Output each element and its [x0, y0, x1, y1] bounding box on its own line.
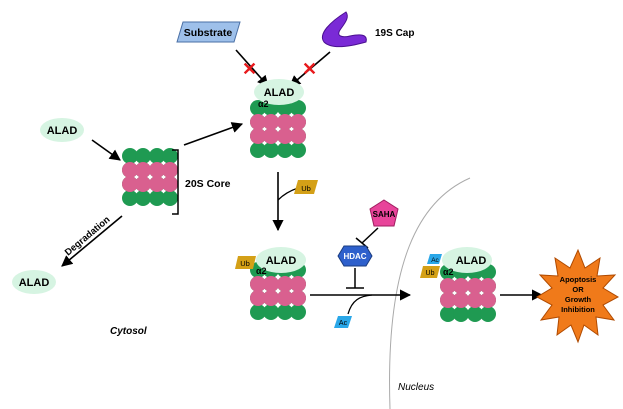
blocked-x-icon: ✕	[302, 59, 317, 79]
ub-tag: Ub	[294, 180, 318, 194]
outcome-starburst: Apoptosis OR Growth Inhibition	[535, 248, 620, 344]
alad-bound-middle: ALAD	[256, 247, 306, 273]
alad-released: ALAD	[12, 270, 56, 294]
substrate-arrow	[235, 49, 269, 87]
core-bracket	[172, 149, 179, 215]
saha-node: SAHA	[369, 199, 399, 227]
alad-to-core-arrow	[91, 139, 121, 161]
substrate-node: Substrate	[176, 21, 241, 43]
core-20s-left	[122, 148, 178, 206]
ac-tag: Ac	[334, 316, 352, 328]
degradation-label: Degradation	[63, 214, 113, 258]
alpha2-label: α2	[443, 267, 454, 277]
alad-label: ALAD	[266, 255, 297, 267]
alad-bound-top: ALAD	[254, 79, 304, 105]
outcome-line-3: Growth	[565, 295, 592, 304]
nucleus-boundary	[389, 177, 471, 409]
ub-tag: Ub	[420, 266, 440, 278]
complex-top	[250, 100, 306, 158]
ac-label: Ac	[339, 320, 348, 327]
outcome-line-4: Inhibition	[561, 305, 595, 314]
complex-middle	[250, 262, 306, 320]
nucleus-label: Nucleus	[398, 382, 434, 393]
cap-arrow	[289, 51, 331, 87]
alad-free: ALAD	[40, 118, 84, 142]
substrate-label: Substrate	[184, 27, 233, 39]
complex-nucleus	[440, 264, 496, 322]
degradation-arrow	[61, 215, 123, 267]
hdac-node: HDAC	[337, 245, 373, 267]
ac-branch	[347, 294, 373, 315]
ub-label: Ub	[426, 270, 435, 277]
alpha2-label: α2	[258, 99, 269, 109]
hdac-label: HDAC	[343, 252, 366, 261]
alad-bound-nucleus: ALAD	[442, 247, 492, 273]
alad-label: ALAD	[456, 255, 487, 267]
core-to-complex-arrow	[183, 122, 244, 146]
outcome-line-2: OR	[572, 285, 584, 294]
alad-label: ALAD	[19, 277, 50, 289]
outcome-line-1: Apoptosis	[560, 275, 597, 284]
core-20s-label: 20S Core	[185, 178, 231, 190]
alad-label: ALAD	[264, 87, 295, 99]
ac-tag: Ac	[427, 254, 442, 264]
ub-label: Ub	[301, 184, 311, 193]
cap-19s-node: 19S Cap	[322, 11, 414, 48]
blocked-x-icon: ✕	[242, 59, 257, 79]
cap-19s-label: 19S Cap	[375, 28, 414, 39]
saha-inhibit-line	[361, 227, 379, 244]
ub-tag: Ub	[235, 256, 256, 269]
cytosol-label: Cytosol	[110, 326, 147, 337]
ub-label: Ub	[240, 259, 250, 268]
alad-label: ALAD	[47, 125, 78, 137]
ac-label: Ac	[431, 257, 439, 264]
saha-label: SAHA	[373, 210, 396, 219]
alpha2-label: α2	[256, 266, 267, 276]
